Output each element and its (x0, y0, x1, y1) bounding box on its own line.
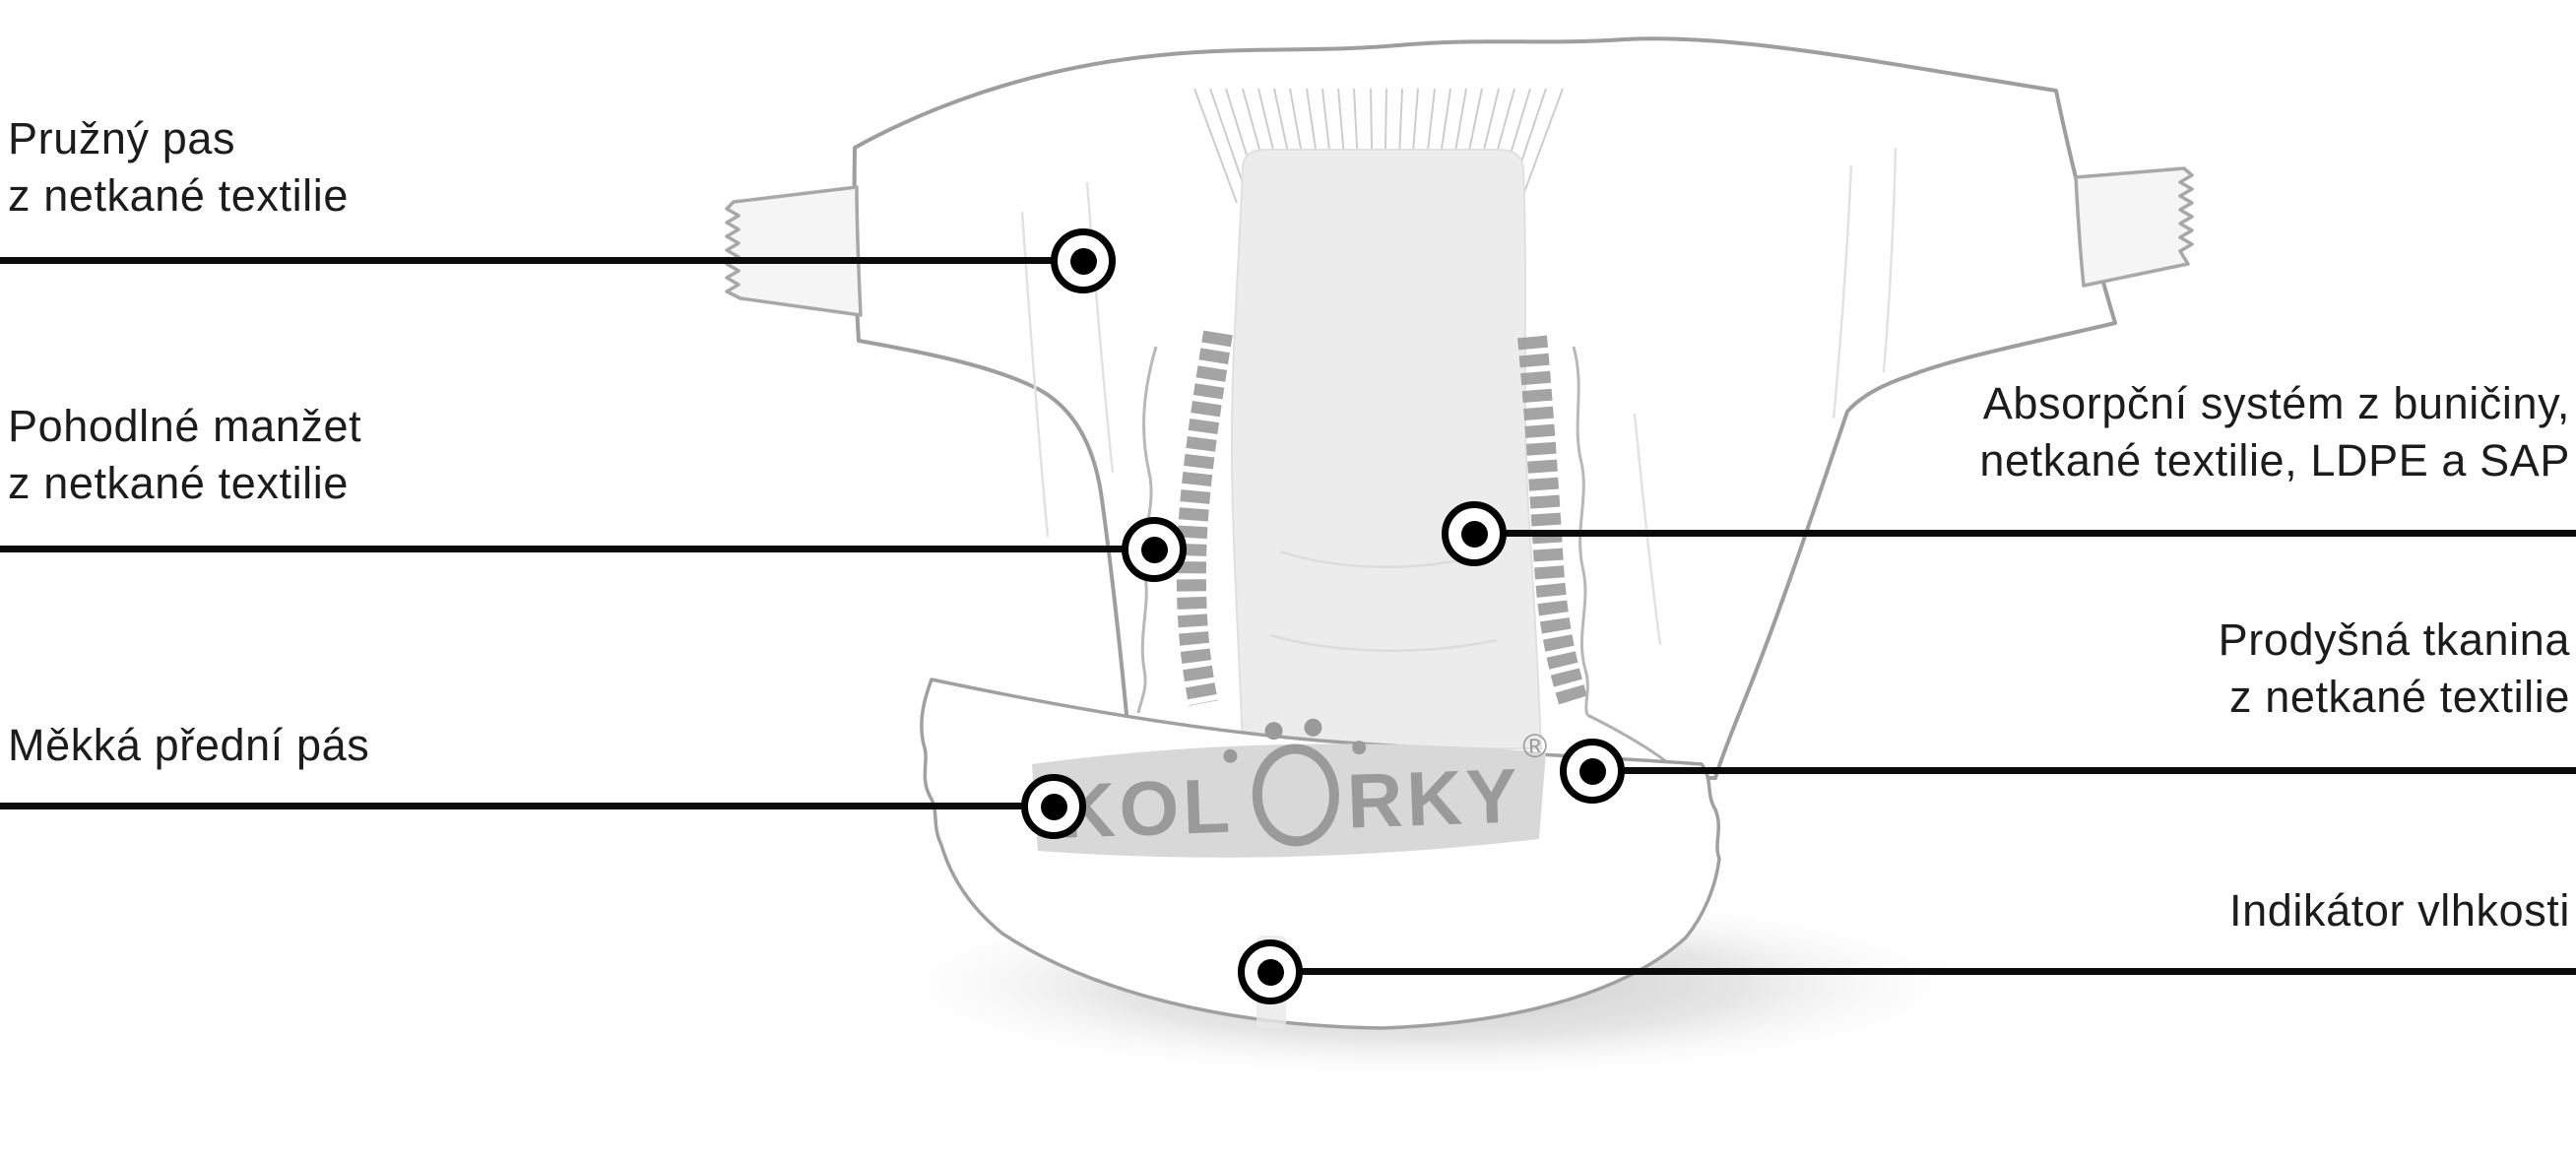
callout-label-line: netkané textilie, LDPE a SAP (1979, 435, 2570, 485)
left-leg-cuff-ruffle (1176, 330, 1233, 706)
callout-label: Prodyšná tkanina z netkané textilie (2219, 612, 2570, 726)
fabric-creases (1020, 147, 1898, 646)
callout-line (0, 803, 1054, 809)
callout-label: Absorpční systém z buničiny, netkané tex… (1979, 375, 2570, 489)
pad-shading-lines (1269, 549, 1498, 652)
logo-ray-dot (1264, 722, 1283, 741)
logo-ray-dot (1223, 748, 1238, 763)
callout-label-line: Indikátor vlhkosti (2229, 885, 2570, 936)
callout-label-line: Prodyšná tkanina (2218, 614, 2570, 665)
callout-line (1474, 530, 2576, 537)
callout-label: Pohodlné manžet z netkané textilie (8, 398, 361, 512)
logo-ray-dot (1304, 718, 1322, 737)
brand-logo: KOL RKY ® (1059, 718, 1548, 855)
callout-line (1592, 767, 2576, 774)
waistband-elastic-lines (1193, 88, 1564, 204)
logo-text-left: KOL (1059, 762, 1236, 855)
callout-line (0, 546, 1154, 552)
logo-band (1032, 743, 1546, 858)
callout-label-line: z netkané textilie (8, 458, 349, 508)
callout-label-line: z netkané textilie (8, 170, 349, 221)
callout-label: Indikátor vlhkosti (2229, 882, 2570, 939)
callout-marker (1238, 939, 1303, 1004)
left-fastening-tab (725, 185, 863, 317)
right-leg-cuff-ruffle (1517, 335, 1589, 710)
callout-label: Měkká přední pás (8, 717, 369, 774)
callout-marker (1021, 774, 1086, 839)
callout-label-line: Měkká přední pás (8, 720, 370, 770)
absorbent-pad (1230, 149, 1543, 749)
right-fastening-tab (2074, 166, 2194, 288)
callout-marker (1122, 517, 1187, 582)
callout-marker (1560, 739, 1625, 804)
registered-mark: ® (1522, 728, 1548, 766)
callout-marker (1442, 501, 1507, 566)
logo-text-right: RKY (1346, 751, 1523, 844)
callout-label-line: Pohodlné manžet (8, 401, 362, 451)
right-cuff-wave-line (1572, 346, 1589, 716)
callout-line (0, 257, 1083, 264)
callout-label: Pružný pas z netkané textilie (8, 110, 349, 225)
callout-label-line: Pružný pas (8, 113, 236, 163)
callout-label-line: z netkané textilie (2229, 672, 2570, 722)
callout-label-line: Absorpční systém z buničiny, (1982, 378, 2570, 428)
callout-marker (1051, 228, 1116, 293)
callout-line (1270, 968, 2576, 975)
logo-o-ring (1252, 743, 1339, 847)
logo-ray-dot (1352, 741, 1367, 755)
